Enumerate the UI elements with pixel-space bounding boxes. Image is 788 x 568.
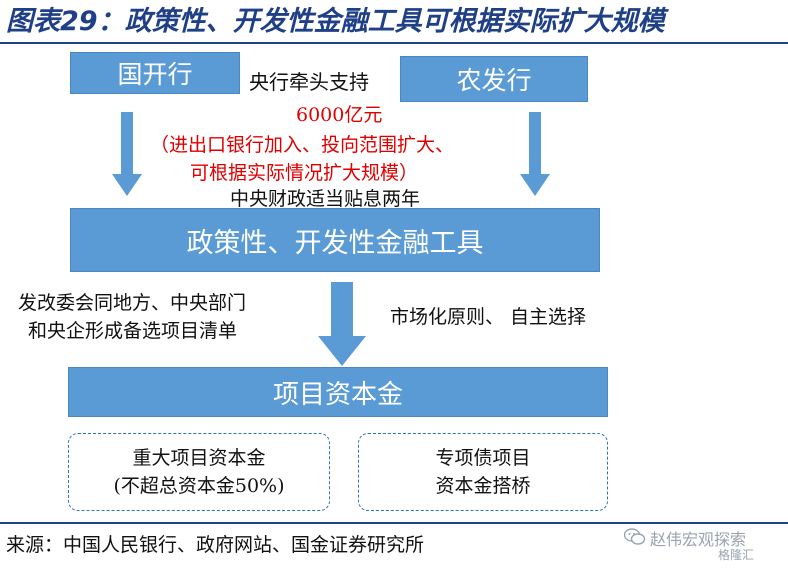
project-capital-box: 项目资本金 — [68, 367, 608, 417]
adbc-box: 农发行 — [400, 56, 588, 102]
adbc-down-arrow — [520, 112, 550, 196]
watermark: 赵伟宏观探索 格隆汇 — [620, 520, 780, 564]
market-principle-label: 市场化原则、 自主选择 — [390, 306, 587, 328]
special-bond-bridge-line1: 专项债项目 — [435, 447, 531, 469]
expansion-note-line1: （进出口银行加入、投向范围扩大、 — [150, 134, 455, 156]
expansion-note-line2: 可根据实际情况扩大规模） — [190, 162, 419, 184]
wechat-icon — [624, 528, 646, 545]
watermark-site-name: 格隆汇 — [718, 548, 755, 562]
cdb-down-arrow — [112, 112, 142, 196]
policy-financial-tool-box: 政策性、开发性金融工具 — [70, 208, 600, 272]
central-bank-support-label: 央行牵头支持 — [249, 70, 369, 94]
figure-title: 图表29：政策性、开发性金融工具可根据实际扩大规模 — [6, 6, 665, 37]
amount-label: 6000亿元 — [296, 104, 383, 126]
source-note: 来源：中国人民银行、政府网站、国金证券研究所 — [6, 534, 425, 556]
special-bond-bridge-line2: 资本金搭桥 — [435, 475, 531, 497]
ndrc-note-line2: 和央企形成备选项目清单 — [28, 320, 238, 342]
major-project-capital-line1: 重大项目资本金 — [132, 447, 266, 469]
footer-divider — [0, 522, 788, 524]
title-divider — [0, 42, 788, 44]
interest-subsidy-label: 中央财政适当贴息两年 — [230, 188, 421, 210]
cdb-box: 国开行 — [70, 52, 240, 94]
watermark-account-name: 赵伟宏观探索 — [650, 530, 747, 549]
ndrc-note-line1: 发改委会同地方、中央部门 — [18, 292, 247, 314]
center-down-arrow — [318, 282, 366, 366]
major-project-capital-box: 重大项目资本金 (不超总资本金50%) — [68, 433, 330, 511]
special-bond-bridge-box: 专项债项目 资本金搭桥 — [358, 433, 608, 511]
major-project-capital-line2: (不超总资本金50%) — [113, 475, 285, 497]
